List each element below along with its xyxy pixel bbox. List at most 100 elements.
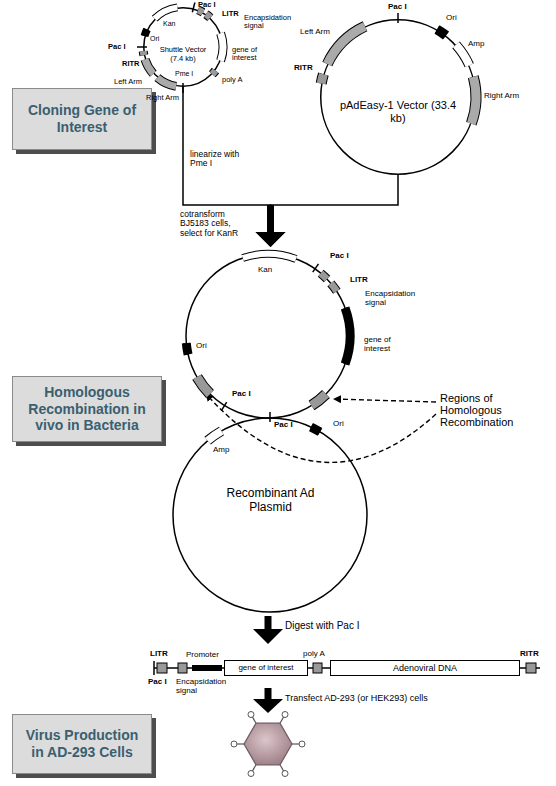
step-box: Homologous Recombination in vivo in Bact… [12, 376, 162, 442]
feature-label: RITR [294, 64, 313, 73]
feature-label: RITR [520, 650, 539, 659]
feature-label: Pac I [274, 421, 293, 430]
plasmid-feature [212, 71, 215, 75]
feature-outline [311, 427, 320, 432]
itr-box [526, 663, 536, 673]
node-label: gene of interest [238, 663, 293, 673]
plasmid-feature [140, 51, 148, 55]
step-arrowhead [253, 699, 283, 713]
adenoviral-box: Adenoviral DNA [330, 660, 520, 676]
connector-line [271, 175, 399, 233]
restriction-site [221, 402, 226, 410]
virus-knob [248, 771, 254, 777]
node-label: Cloning Gene of Interest [21, 102, 143, 136]
recombinant-plasmid: Recombinant Ad Plasmid [168, 247, 373, 614]
plasmid-feature [312, 394, 327, 406]
feature-label: gene of interest [364, 336, 416, 354]
feature-outline [206, 14, 210, 18]
feature-outline [321, 273, 327, 279]
feature-outline [208, 431, 222, 441]
feature-outline [243, 254, 296, 259]
feature-label: Ori [333, 420, 344, 429]
node-label: Recombinant Ad Plasmid [211, 487, 331, 515]
plasmid-feature [471, 77, 476, 124]
virus-knob [299, 741, 305, 747]
feature-label: Amp [213, 446, 229, 455]
feature-label: Left Arm [114, 78, 142, 86]
plasmid-feature [186, 343, 188, 354]
connector-stem [267, 205, 274, 234]
restriction-site [313, 264, 319, 272]
plasmid-ring [173, 418, 367, 612]
node-label: pAdEasy-1 Vector (33.4 kb) [338, 99, 458, 124]
node-label: Adenoviral DNA [393, 663, 457, 674]
connector [256, 175, 399, 247]
restriction-site [137, 46, 147, 48]
feature-label: Left Arm [300, 28, 330, 37]
feature-label: LITR [150, 650, 168, 659]
feature-label: Right Arm [146, 94, 179, 102]
feature-label: Amp [468, 40, 484, 49]
plasmid-feature [145, 59, 153, 73]
step-box: Cloning Gene of Interest [12, 88, 152, 150]
feature-label: Pac I [198, 1, 216, 9]
step-arrow [265, 616, 272, 630]
node-label: Virus Production in AD-293 Cells [21, 727, 143, 761]
feature-label: Pac I [330, 252, 349, 261]
virus-capsid [244, 723, 292, 765]
plasmid-feature [345, 308, 350, 364]
step-box: Virus Production in AD-293 Cells [12, 714, 152, 774]
plasmid-feature [197, 377, 210, 394]
feature-outline [198, 10, 203, 13]
plasmid-feature [327, 26, 365, 64]
feature-label: Pac I [232, 390, 251, 399]
feature-label: LITR [350, 276, 368, 285]
node-outline [168, 247, 373, 614]
feature-outline [145, 30, 148, 37]
plasmid-feature [155, 7, 178, 18]
restriction-site [397, 13, 399, 23]
feature-label: Regions of Homologous Recombination [440, 392, 552, 428]
feature-outline [157, 78, 176, 87]
feature-label: Pme I [175, 70, 193, 78]
feature-label: Pac I [148, 678, 167, 687]
feature-outline [345, 308, 350, 364]
encapsidation-box [178, 663, 187, 673]
step-arrow [265, 688, 272, 700]
feature-outline [471, 77, 476, 124]
arrowhead [256, 232, 286, 247]
node-label: Homologous Recombination in vivo in Bact… [21, 384, 153, 434]
feature-label: Digest with Pac I [285, 620, 359, 631]
feature-outline [155, 7, 178, 18]
feature-label: Right Arm [484, 92, 519, 101]
feature-outline [437, 30, 446, 36]
feature-label: poly A [222, 76, 242, 84]
plasmid-feature [321, 273, 327, 279]
pac-site [153, 661, 155, 675]
feature-label: Encapsidation signal [176, 678, 232, 696]
feature-outline [312, 394, 327, 406]
plasmid-feature [145, 30, 148, 37]
virus-knob [282, 712, 288, 718]
virus-knob [248, 712, 254, 718]
feature-label: Encapsidation signal [365, 290, 427, 308]
feature-label: LITR [222, 10, 239, 18]
feature-label: gene of interest [232, 46, 276, 63]
virus-knob [231, 741, 237, 747]
feature-outline [197, 377, 210, 394]
feature-label: Encapsidation signal [244, 14, 302, 31]
plasmid-feature [221, 33, 223, 60]
feature-label: Ori [446, 14, 457, 23]
virus-particle [231, 712, 305, 777]
plasmid-feature [243, 254, 296, 259]
feature-outline [331, 283, 337, 291]
feature-label: RITR [122, 60, 140, 68]
plasmid-feature [437, 30, 446, 36]
feature-label: Kan [258, 266, 272, 275]
restriction-site [269, 412, 271, 422]
plasmid-feature [456, 45, 469, 66]
plasmid-ring [321, 20, 476, 175]
feature-outline [212, 71, 215, 75]
feature-label: Transfect AD-293 (or HEK293) cells [285, 694, 428, 704]
feature-label: cotransform BJ5183 cells, select for Kan… [180, 210, 250, 238]
